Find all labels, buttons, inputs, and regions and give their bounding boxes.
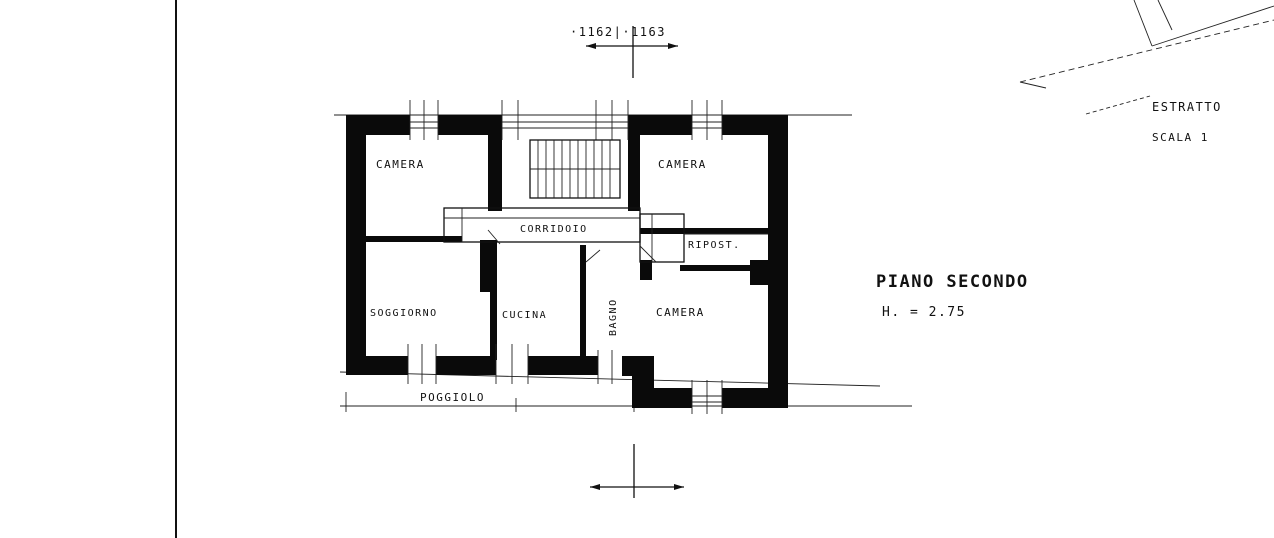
room-label-camera-nw: CAMERA	[376, 158, 425, 171]
interior-walls	[366, 135, 768, 376]
room-label-poggiolo: POGGIOLO	[420, 391, 485, 404]
floor-height: H. = 2.75	[882, 305, 966, 320]
legend-scala: SCALA 1	[1152, 131, 1209, 144]
room-label-ripost: RIPOST.	[688, 240, 741, 251]
parcel-numbers-label: ·1162|·1163	[570, 25, 666, 39]
room-label-soggiorno: SOGGIORNO	[370, 308, 438, 319]
room-label-corridoio: CORRIDOIO	[520, 224, 588, 235]
outer-walls	[346, 115, 788, 408]
room-label-cucina: CUCINA	[502, 310, 547, 321]
room-label-camera-se: CAMERA	[656, 306, 705, 319]
axis-marker-bottom	[590, 444, 684, 498]
windows	[407, 100, 723, 414]
corridor-outline	[443, 207, 768, 263]
doors	[487, 229, 657, 263]
room-label-bagno: BAGNO	[608, 298, 619, 336]
room-label-camera-ne: CAMERA	[658, 158, 707, 171]
map-extract-lines	[1019, 0, 1274, 115]
floor-title: PIANO SECONDO	[876, 272, 1029, 292]
parcel-axis-marker-top	[586, 26, 678, 78]
staircase	[529, 139, 621, 199]
legend-estratto: ESTRATTO	[1152, 100, 1222, 114]
